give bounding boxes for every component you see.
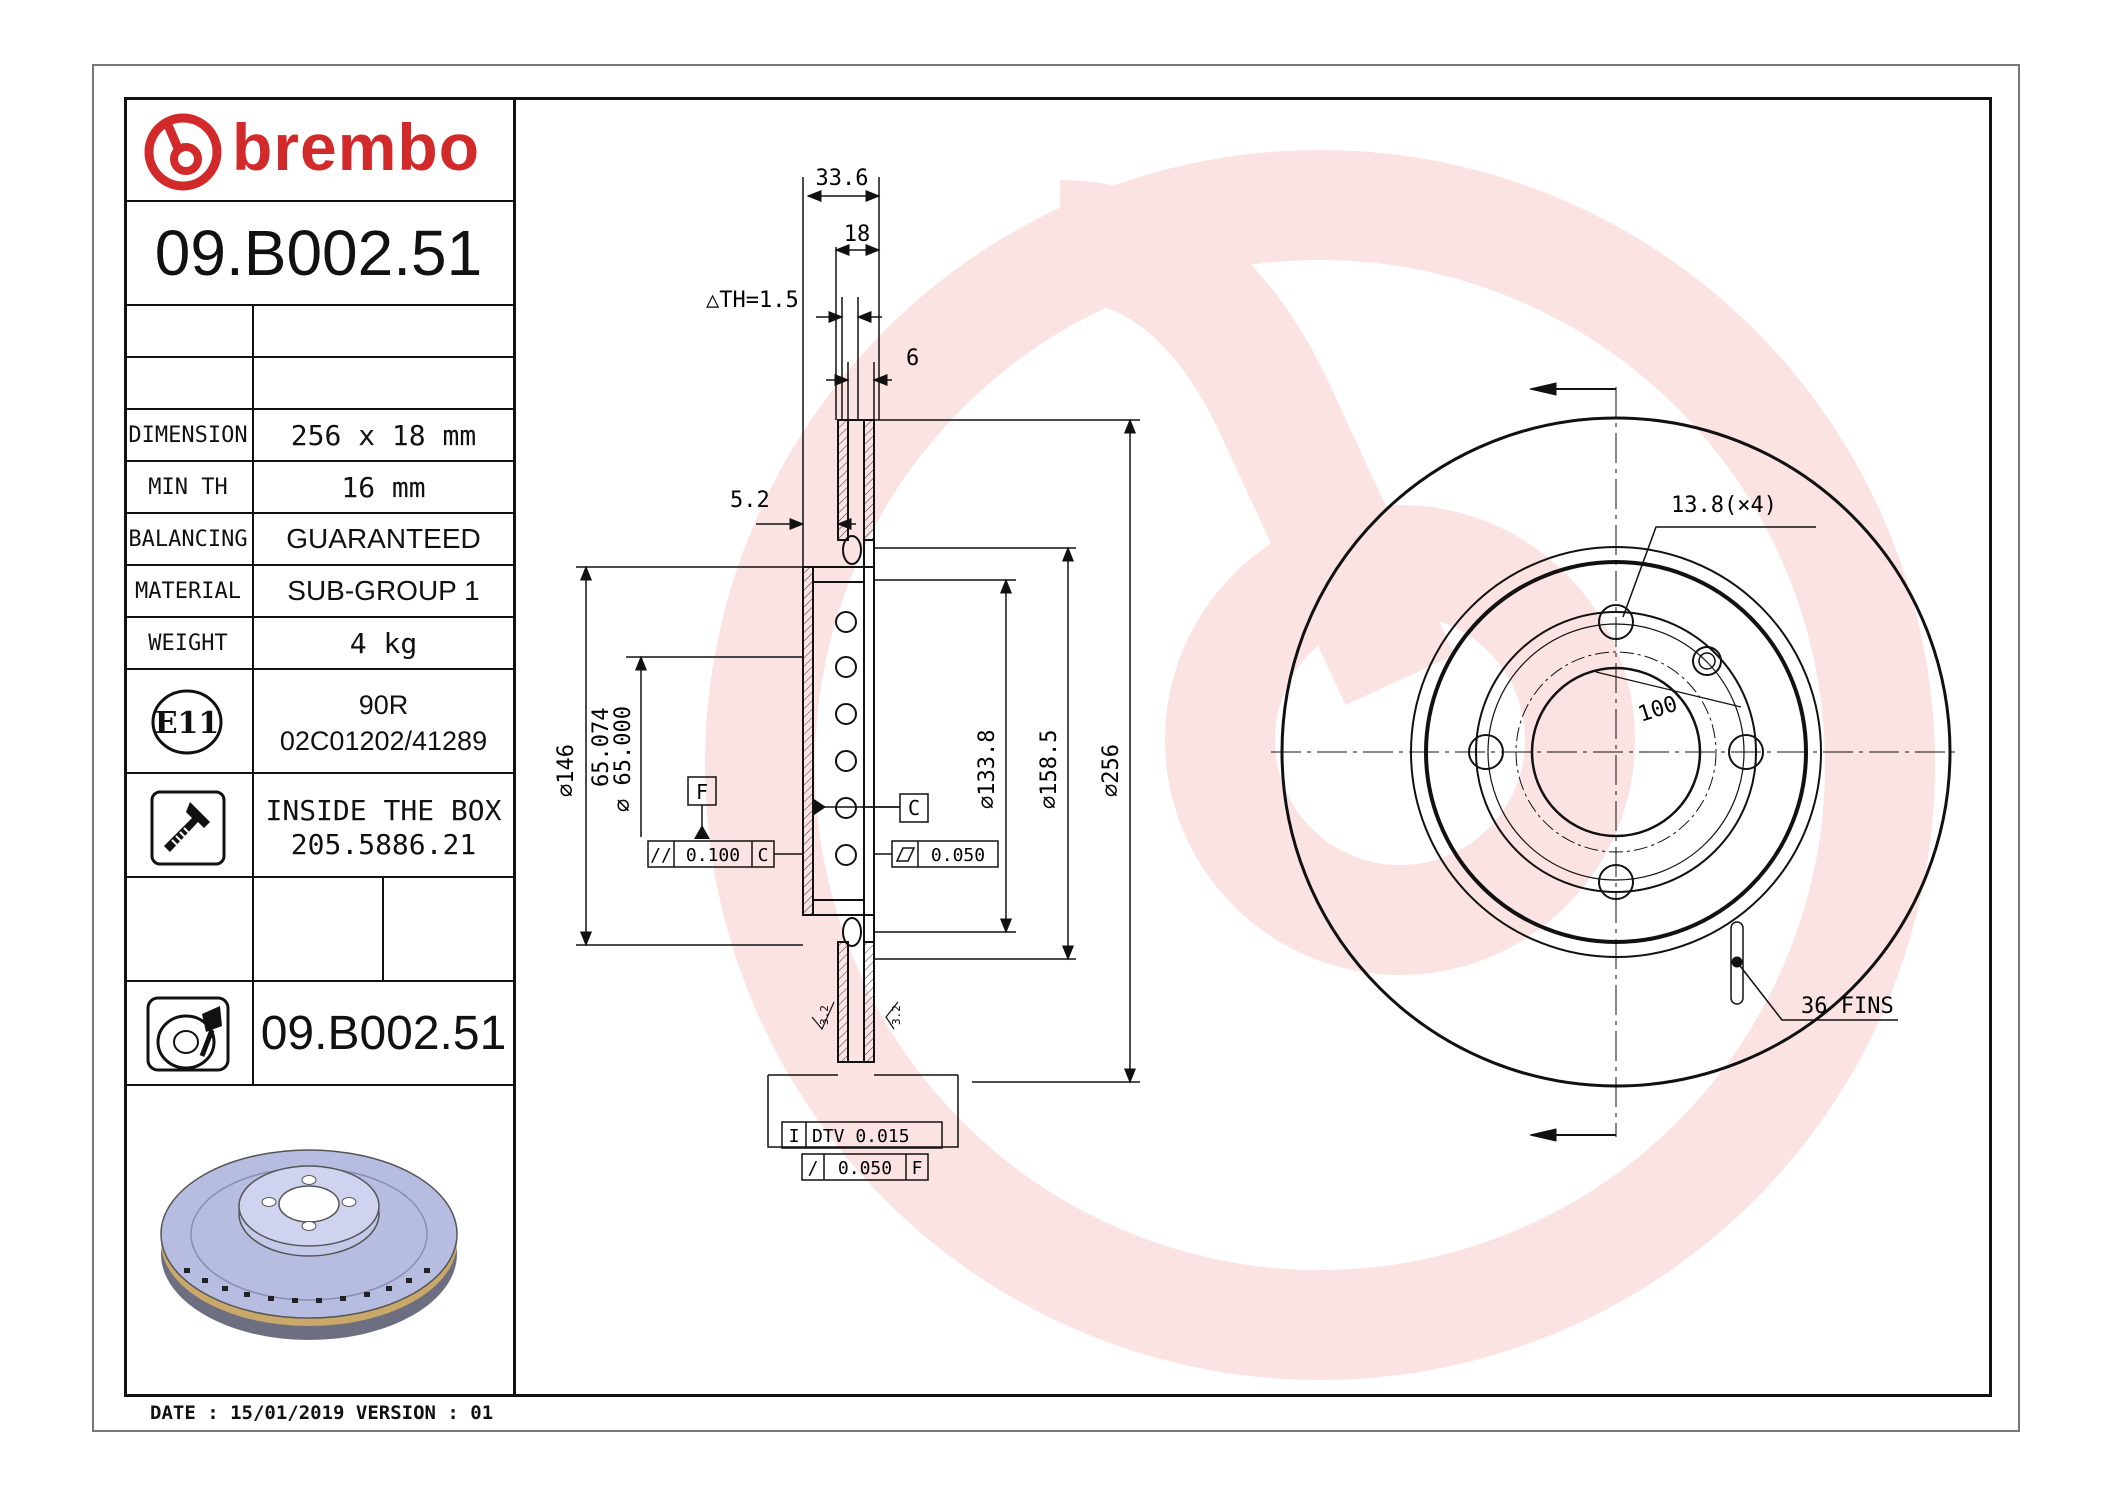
fins-count: 36 FINS [1801, 994, 1894, 1019]
svg-text:I: I [789, 1126, 800, 1147]
brake-disc-icon [146, 996, 230, 1072]
spec-label: MATERIAL [135, 579, 241, 604]
flatness-tolerance-frame: 0.050 [874, 840, 999, 868]
cell-divider [252, 566, 254, 616]
spec-label: WEIGHT [148, 631, 228, 656]
datum-c: C [814, 793, 929, 823]
screws-line-1: INSIDE THE BOX [265, 794, 502, 827]
bottom-part-number: 09.B002.51 [260, 1007, 507, 1060]
roughness-right: 3.2 [890, 1005, 903, 1025]
dim-th-delta: △TH=1.5 [706, 288, 799, 313]
brand-name: brembo [232, 110, 481, 184]
spec-value: 16 mm [341, 471, 426, 504]
svg-text://: // [650, 845, 672, 866]
parallelism-value: 0.100 [686, 845, 740, 866]
screws-row: INSIDE THE BOX 205.5886.21 [124, 774, 513, 878]
cell-divider [252, 982, 254, 1084]
brembo-logo-icon [144, 113, 222, 191]
disc-cross-section [802, 419, 875, 1063]
drawing-frame [124, 97, 1992, 1397]
part-number-row: 09.B002.51 [124, 202, 513, 306]
spec-row-balancing: BALANCING GUARANTEED [124, 514, 513, 566]
spec-value: 256 x 18 mm [290, 419, 477, 452]
dtv-tolerance-frame: I DTV 0.015 [781, 1121, 943, 1149]
brembo-watermark-logo [705, 150, 1935, 1380]
dim-d133: ∅133.8 [975, 730, 1000, 809]
bolt-circle-diameter: 100 [1635, 692, 1681, 728]
dim-d65-upper: 65.074 [589, 708, 614, 787]
datum-f-label: F [696, 780, 708, 804]
cell-divider [252, 774, 254, 876]
parallelism-ref: C [758, 845, 769, 866]
runout-value: 0.050 [838, 1158, 892, 1179]
technical-drawing: 33.6 18 △TH=1.5 6 5.2 ∅146 65.074 ∅ 65.0… [554, 166, 1961, 1181]
runout-ref: F [912, 1158, 923, 1179]
spec-label: MIN TH [148, 475, 228, 500]
dim-d158: ∅158.5 [1037, 730, 1062, 809]
spec-value: 4 kg [349, 627, 418, 660]
datum-c-label: C [908, 796, 920, 820]
blank-row-3 [124, 878, 513, 982]
blank-row-2 [124, 358, 513, 410]
spec-label: BALANCING [128, 527, 248, 552]
spec-row-material: MATERIAL SUB-GROUP 1 [124, 566, 513, 618]
disc-front-view [1271, 382, 1961, 1142]
runout-tolerance-frame: / 0.050 F [801, 1153, 929, 1181]
cell-divider [252, 618, 254, 668]
datum-f: F [687, 776, 717, 839]
flatness-value: 0.050 [931, 845, 985, 866]
dim-flange: 6 [906, 346, 919, 371]
blank-row-1 [124, 306, 513, 358]
drawing-sheet [92, 64, 2020, 1432]
spec-label: DIMENSION [128, 423, 248, 448]
cell-divider [252, 358, 254, 408]
roughness-symbols [811, 1001, 899, 1031]
dim-d65-lower: ∅ 65.000 [611, 706, 636, 812]
approval-row: E11 90R 02C01202/41289 [124, 670, 513, 774]
dim-overall-width: 33.6 [816, 166, 869, 191]
cell-divider [252, 670, 254, 772]
cell-divider [252, 410, 254, 460]
dim-d146: ∅146 [554, 744, 579, 797]
title-block: brembo 09.B002.51 DIMENSION 256 x 18 mm … [124, 97, 516, 1397]
e11-approval-icon [151, 689, 223, 755]
spec-row-weight: WEIGHT 4 kg [124, 618, 513, 670]
screws-line-2: 205.5886.21 [290, 828, 477, 861]
bottom-part-number-row: 09.B002.51 [124, 982, 513, 1086]
roughness-left: 3.2 [818, 1005, 831, 1025]
cell-divider [382, 878, 384, 980]
approval-line-2: 02C01202/41289 [279, 726, 488, 756]
approval-mark: E11 [154, 706, 220, 741]
cell-divider [252, 514, 254, 564]
spec-row-dimension: DIMENSION 256 x 18 mm [124, 410, 513, 462]
cell-divider [252, 878, 254, 980]
dim-hat-offset: 5.2 [730, 488, 770, 513]
disc-3d-illustration [160, 1149, 458, 1340]
dim-thickness: 18 [844, 222, 871, 247]
spec-value: SUB-GROUP 1 [287, 575, 480, 606]
bolt-hole-size: 13.8(×4) [1671, 493, 1777, 518]
part-number: 09.B002.51 [154, 217, 483, 289]
cell-divider [252, 462, 254, 512]
dtv-value: DTV 0.015 [812, 1126, 910, 1147]
brand-row: brembo [124, 97, 513, 202]
date-version-footer: DATE : 15/01/2019 VERSION : 01 [150, 1402, 494, 1424]
approval-line-1: 90R [358, 690, 409, 720]
spec-value: GUARANTEED [286, 523, 481, 554]
svg-text:/: / [808, 1158, 819, 1179]
cell-divider [252, 306, 254, 356]
dim-d256: ∅256 [1099, 744, 1124, 797]
spec-row-min-th: MIN TH 16 mm [124, 462, 513, 514]
screw-icon [150, 790, 226, 866]
parallelism-tolerance-frame: // 0.100 C [647, 840, 803, 868]
